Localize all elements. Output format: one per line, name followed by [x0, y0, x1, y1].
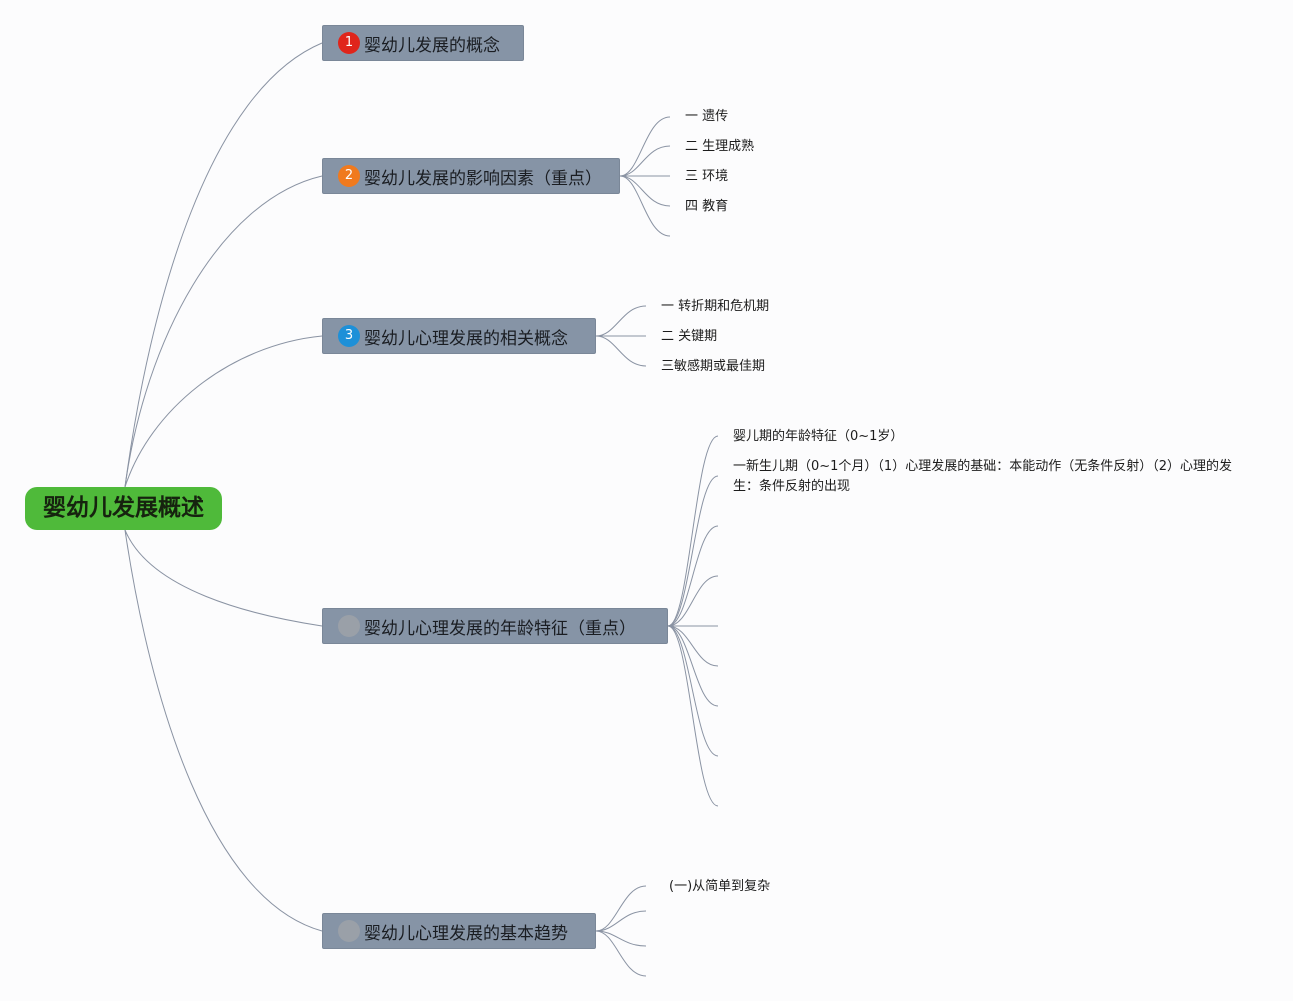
- connector-t5-c1: [595, 885, 647, 932]
- topic-node-1[interactable]: 1 婴幼儿发展的概念: [322, 25, 524, 61]
- number-4-icon: [338, 615, 360, 637]
- connector-t2-c1: [619, 116, 671, 177]
- connector-t2-c2: [619, 145, 671, 177]
- connector-root-topic-5: [124, 529, 323, 932]
- connector-t4-c6: [667, 625, 719, 667]
- topic-2-child-1[interactable]: 一 遗传: [685, 109, 729, 124]
- connector-t4-c2: [667, 475, 719, 627]
- number-2-icon: 2: [338, 165, 360, 187]
- connector-root-topic-3: [124, 335, 323, 488]
- topic-3-child-1[interactable]: 一 转折期和危机期: [661, 299, 770, 314]
- topic-node-5[interactable]: 婴幼儿心理发展的基本趋势: [322, 913, 596, 949]
- topic-3-child-2[interactable]: 二 关键期: [661, 329, 718, 344]
- topic-3-child-3[interactable]: 三敏感期或最佳期: [661, 359, 766, 374]
- connector-t4-c8: [667, 625, 719, 757]
- connector-root-topic-1: [124, 42, 323, 488]
- connector-t5-c4: [595, 930, 647, 977]
- connector-t4-c9: [667, 625, 719, 807]
- topic-2-child-4[interactable]: 四 教育: [685, 199, 729, 214]
- connector-t3-c3: [595, 335, 647, 367]
- topic-node-2[interactable]: 2 婴幼儿发展的影响因素（重点）: [322, 158, 620, 194]
- topic-5-label: 婴幼儿心理发展的基本趋势: [364, 923, 568, 944]
- topic-4-child-2[interactable]: 一新生儿期（0~1个月）（1）心理发展的基础：本能动作（无条件反射）（2）心理的…: [733, 459, 1232, 494]
- topic-1-label: 婴幼儿发展的概念: [364, 35, 500, 56]
- connector-root-topic-2: [124, 175, 323, 488]
- connector-t5-c2: [595, 910, 647, 932]
- topic-2-label: 婴幼儿发展的影响因素（重点）: [364, 168, 602, 189]
- topic-5-child-1[interactable]: (一)从简单到复杂: [669, 879, 771, 894]
- connector-t2-c4: [619, 175, 671, 207]
- connector-t4-c1: [667, 435, 719, 627]
- root-node[interactable]: 婴幼儿发展概述: [25, 487, 222, 530]
- connector-t4-c7: [667, 625, 719, 707]
- topic-node-3[interactable]: 3 婴幼儿心理发展的相关概念: [322, 318, 596, 354]
- connector-t4-c4: [667, 575, 719, 627]
- topic-3-label: 婴幼儿心理发展的相关概念: [364, 328, 568, 349]
- number-3-icon: 3: [338, 325, 360, 347]
- connector-root-topic-4: [124, 529, 323, 627]
- number-5-icon: [338, 920, 360, 942]
- number-1-icon: 1: [338, 32, 360, 54]
- topic-4-label: 婴幼儿心理发展的年龄特征（重点）: [364, 618, 636, 639]
- connector-t3-c1: [595, 305, 647, 337]
- topic-4-child-1[interactable]: 婴儿期的年龄特征（0~1岁）: [733, 429, 904, 444]
- topic-node-4[interactable]: 婴幼儿心理发展的年龄特征（重点）: [322, 608, 668, 644]
- topic-2-child-3[interactable]: 三 环境: [685, 169, 729, 184]
- connector-t4-c3: [667, 525, 719, 627]
- topic-2-child-2[interactable]: 二 生理成熟: [685, 139, 755, 154]
- connector-t2-c5: [619, 175, 671, 237]
